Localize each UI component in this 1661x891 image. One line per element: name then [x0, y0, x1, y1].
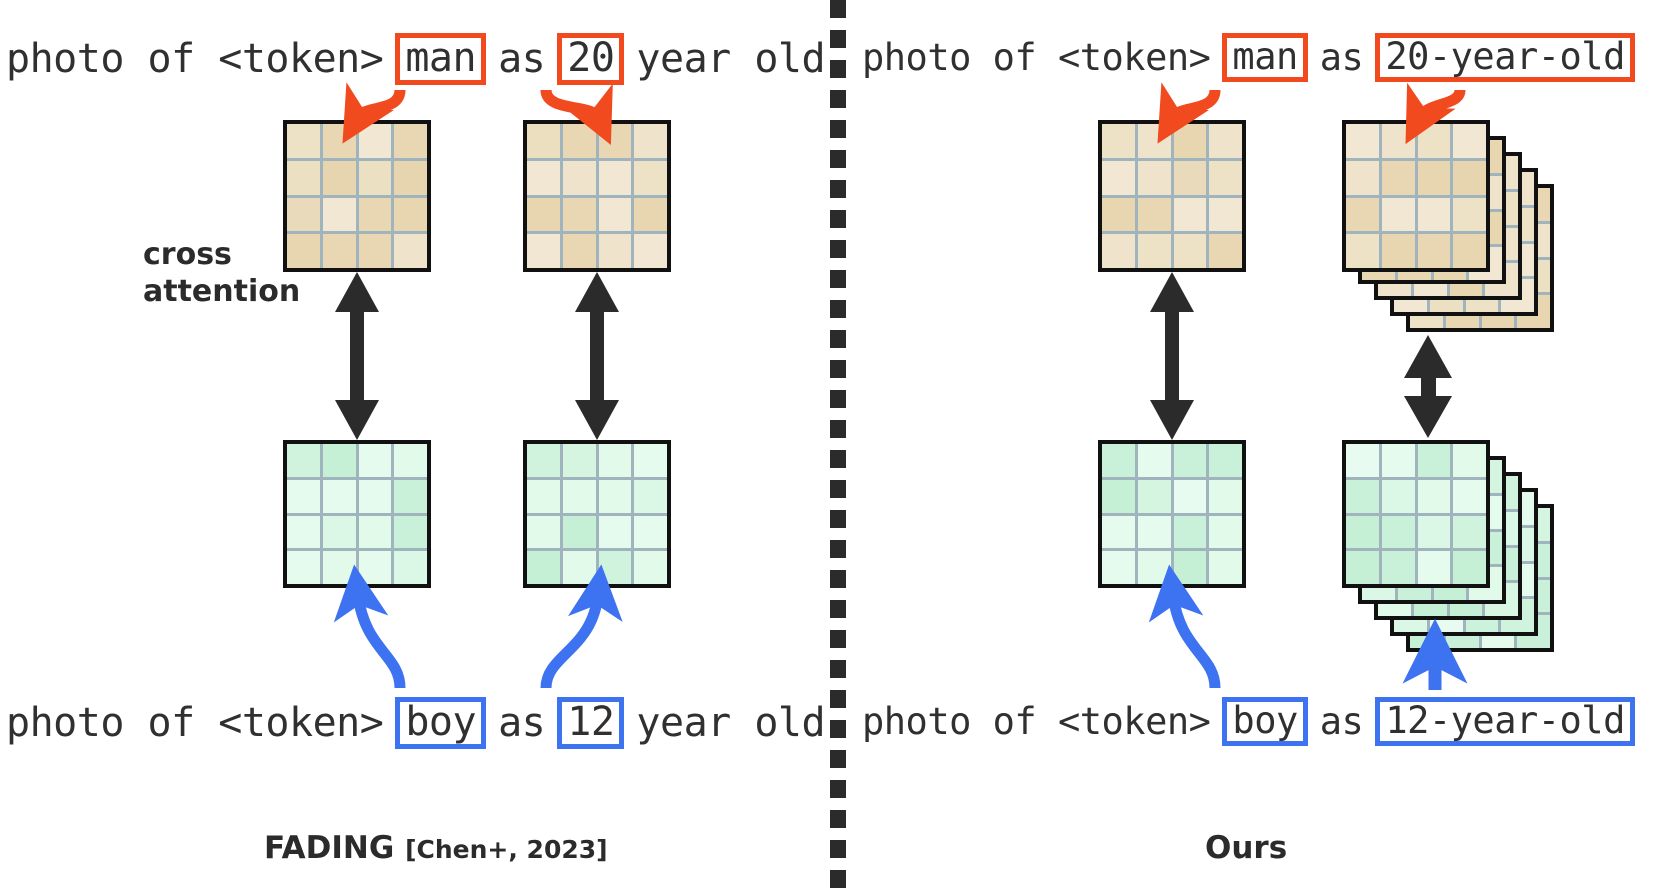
right-green-map-age-stack	[1342, 440, 1557, 655]
left-top-prompt: photo of <token> man as 20 year old	[6, 33, 826, 85]
left-bottom-prompt-prefix: photo of <token>	[6, 700, 384, 746]
right-bottom-token-subject[interactable]: boy	[1222, 697, 1308, 746]
orange-arrow-left-age	[540, 83, 613, 145]
left-top-token-subject[interactable]: man	[395, 33, 487, 85]
left-green-map-age	[523, 440, 671, 588]
cross-attention-label-line2: attention	[143, 273, 301, 309]
right-top-prompt: photo of <token> man as 20-year-old	[862, 33, 1635, 82]
right-panel-caption: Ours	[1205, 830, 1287, 866]
left-caption-main: FADING	[264, 830, 395, 866]
left-bottom-token-subject[interactable]: boy	[395, 697, 487, 749]
blue-arrow-left-age	[540, 564, 623, 689]
feature-grid	[1098, 120, 1246, 272]
blue-arrow-right-subject	[1148, 564, 1221, 689]
feature-grid	[283, 440, 431, 588]
left-top-prompt-suffix: year old	[636, 36, 826, 82]
right-bottom-prompt-mid: as	[1319, 700, 1364, 743]
left-bottom-prompt-mid: as	[498, 700, 546, 746]
panel-divider	[830, 0, 846, 891]
left-panel-caption: FADING [Chen+, 2023]	[264, 830, 608, 866]
right-top-prompt-mid: as	[1319, 36, 1364, 79]
left-top-token-age[interactable]: 20	[557, 33, 625, 85]
left-top-prompt-prefix: photo of <token>	[6, 36, 384, 82]
cross-attention-arrows	[335, 272, 1452, 440]
left-caption-citation: [Chen+, 2023]	[405, 835, 608, 864]
cross-attention-label-line1: cross	[143, 237, 232, 272]
orange-arrow-right-subject	[1157, 82, 1221, 144]
left-top-prompt-mid: as	[498, 36, 546, 82]
left-bottom-prompt: photo of <token> boy as 12 year old	[6, 697, 826, 749]
feature-grid	[283, 120, 431, 272]
feature-grid-layer-1	[1342, 440, 1490, 588]
orange-arrow-right-age	[1405, 82, 1466, 145]
right-bottom-prompt-prefix: photo of <token>	[862, 700, 1211, 743]
blue-arrow-left-subject	[333, 564, 406, 689]
right-tan-map-subject	[1098, 120, 1246, 272]
cross-attention-label: cross attention	[143, 237, 300, 310]
left-green-map-subject	[283, 440, 431, 588]
left-tan-map-age	[523, 120, 671, 272]
right-green-map-subject	[1098, 440, 1246, 588]
orange-arrow-left-subject	[342, 82, 406, 144]
feature-grid	[523, 120, 671, 272]
right-top-token-subject[interactable]: man	[1222, 33, 1308, 82]
feature-grid	[523, 440, 671, 588]
right-top-token-age[interactable]: 20-year-old	[1375, 33, 1635, 82]
left-tan-map-subject	[283, 120, 431, 272]
right-bottom-token-age[interactable]: 12-year-old	[1375, 697, 1635, 746]
right-top-prompt-prefix: photo of <token>	[862, 36, 1211, 79]
right-bottom-prompt: photo of <token> boy as 12-year-old	[862, 697, 1635, 746]
right-tan-map-age-stack	[1342, 120, 1557, 335]
left-bottom-prompt-suffix: year old	[636, 700, 826, 746]
feature-grid	[1098, 440, 1246, 588]
left-bottom-token-age[interactable]: 12	[557, 697, 625, 749]
feature-grid-layer-1	[1342, 120, 1490, 272]
right-caption-main: Ours	[1205, 830, 1288, 866]
